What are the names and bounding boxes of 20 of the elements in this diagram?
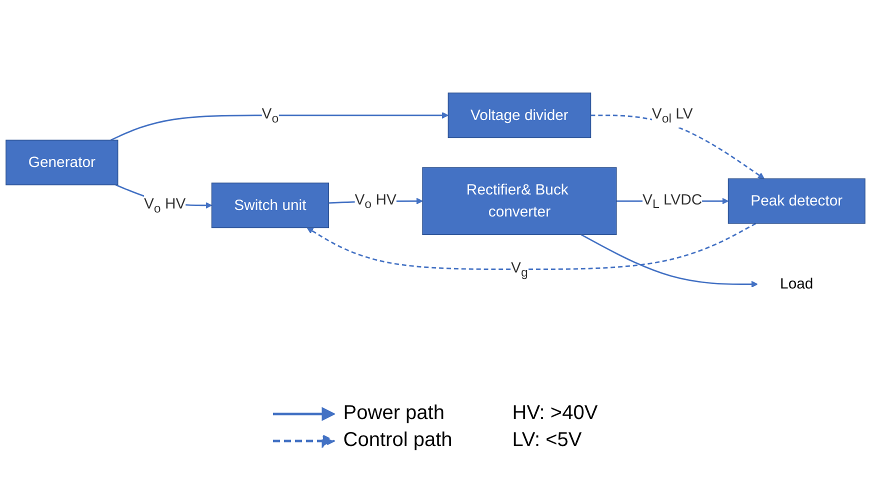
node-box: Rectifier& Buck converter	[422, 167, 617, 236]
edge-label: V$_{g}$	[511, 260, 528, 280]
node-box: Generator	[6, 140, 118, 186]
edge-label: V$_{o}$ HV	[354, 192, 396, 212]
node-box: Switch unit	[211, 182, 329, 228]
edge-label: V$_{L}$ LVDC	[642, 192, 702, 212]
edge-label: V$_{o}$	[262, 106, 279, 126]
arrow	[590, 114, 764, 180]
arrow	[580, 234, 758, 288]
node-text: Load	[780, 276, 814, 293]
arrow	[306, 223, 756, 270]
legend-text: Control path	[343, 429, 452, 452]
legend-text: Power path	[343, 402, 444, 425]
node-box: Voltage divider	[448, 92, 592, 138]
note-text: LV: <5V	[512, 429, 583, 452]
edge-label: V$_{ol}$ LV	[652, 106, 693, 126]
arrow	[110, 112, 448, 142]
note-text: HV: >40V	[512, 402, 598, 425]
edge-label: V$_{o}$ HV	[144, 196, 186, 216]
node-box: Peak detector	[728, 178, 866, 224]
